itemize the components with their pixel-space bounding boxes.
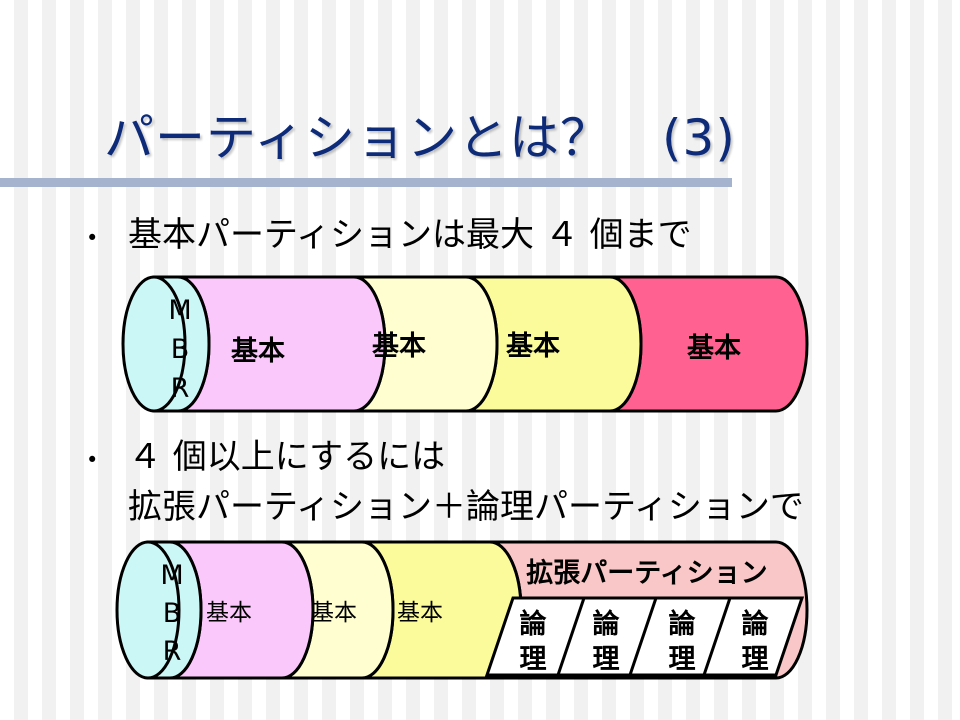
- basic-partition-diagram: [121, 275, 809, 413]
- basic-label: 基本: [231, 336, 285, 367]
- segment-basic-3: [464, 275, 643, 413]
- extended-partition-label: 拡張パーティション: [526, 558, 767, 589]
- mbr-letter: M: [168, 295, 191, 326]
- logical-label: 論: [520, 608, 547, 640]
- bullet-text-2b: 拡張パーティション＋論理パーティションで: [128, 487, 804, 527]
- bullet-marker-2: •: [86, 448, 99, 472]
- mbr-letter: M: [160, 560, 183, 591]
- segment-basic-1: [176, 275, 387, 413]
- logical-label: 論: [593, 608, 620, 640]
- bullet-text-1: 基本パーティションは最大 ４ 個まで: [128, 215, 692, 255]
- logical-label: 論: [669, 608, 696, 640]
- basic-label: 基本: [397, 600, 443, 626]
- title-underline: [0, 178, 732, 187]
- logical-label: 論: [742, 608, 769, 640]
- logical-label: 理: [593, 644, 620, 675]
- mbr-letter: B: [163, 598, 182, 629]
- mbr-letter: B: [171, 334, 190, 365]
- basic-label: 基本: [311, 600, 357, 626]
- segment-basic-1: [168, 540, 315, 680]
- bullet-text-2a: ４ 個以上にするには: [128, 437, 446, 477]
- basic-label: 基本: [687, 333, 741, 364]
- basic-label: 基本: [206, 600, 252, 626]
- bullet-marker-1: •: [86, 226, 99, 250]
- basic-label: 基本: [506, 331, 560, 362]
- mbr-letter: R: [171, 373, 190, 404]
- mbr-letter: R: [163, 636, 182, 667]
- logical-label: 理: [520, 644, 547, 675]
- logical-label: 理: [669, 644, 696, 675]
- basic-label: 基本: [372, 331, 426, 362]
- slide-title: パーティションとは？ (3): [104, 109, 736, 167]
- segment-basic-4: [608, 275, 809, 413]
- logical-dividers: [556, 597, 732, 676]
- segment-basic-2: [352, 275, 499, 413]
- logical-label: 理: [742, 644, 769, 675]
